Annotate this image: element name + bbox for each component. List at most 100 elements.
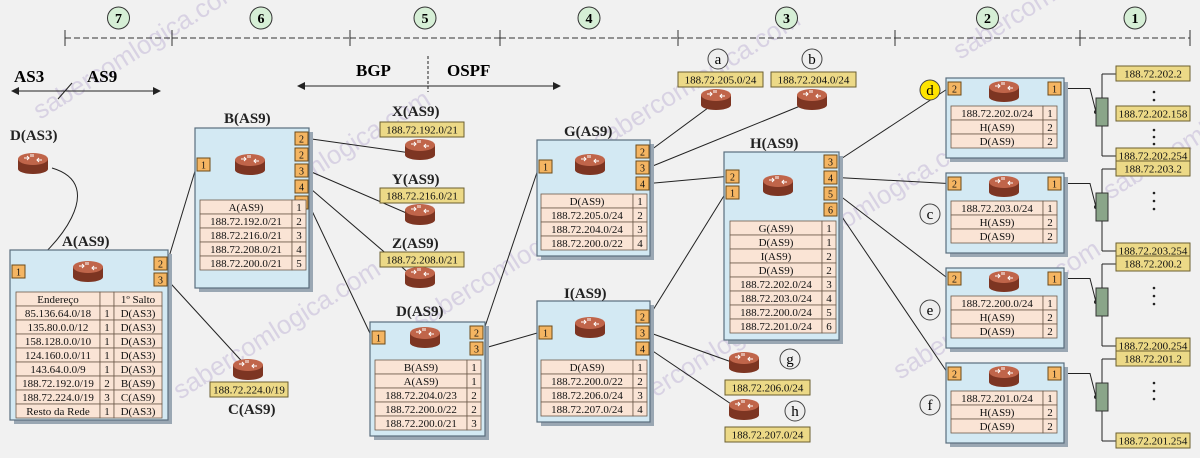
- ellipsis-dot: [1152, 389, 1156, 393]
- host-last-d: 188.72.202.254: [1115, 147, 1191, 164]
- router-y-net: 188.72.216.0/21: [379, 187, 465, 204]
- table-cell: [466, 415, 482, 431]
- bgp-label: BGP: [356, 61, 391, 80]
- net-label-box: [1115, 105, 1191, 122]
- router-a-icon: [72, 260, 104, 283]
- port-3: 3: [153, 272, 168, 287]
- port-2: 2: [635, 309, 650, 324]
- link-router-d-switch: [1061, 88, 1097, 113]
- host-bracket-c: [1095, 168, 1156, 252]
- table-cell-text: 1: [1047, 298, 1053, 310]
- subnet-tag-text: g: [786, 352, 794, 368]
- as-divider: [57, 82, 73, 100]
- table-cell-text: D(AS9): [570, 362, 605, 374]
- router-y-title: Y(AS9): [392, 172, 440, 188]
- router-c-net: 188.72.224.0/19: [209, 381, 289, 398]
- table-cell-text: C(AS9): [121, 392, 156, 404]
- table-cell-text: 135.80.0.0/12: [28, 322, 89, 334]
- port-label: 1: [1052, 370, 1057, 381]
- table-cell-text: 188.72.200.0/22: [551, 376, 623, 388]
- table-cell-text: 4: [637, 404, 643, 416]
- ellipsis-dot: [1152, 302, 1156, 306]
- table-cell: [1042, 228, 1058, 244]
- port-1: 1: [538, 325, 553, 340]
- table-cell-text: D(AS9): [980, 231, 1015, 243]
- port-box: [1047, 366, 1062, 381]
- port-box: [635, 144, 650, 159]
- table-cell-text: 1: [471, 362, 477, 374]
- table-cell-text: Endereço: [37, 294, 79, 306]
- link-router-e-switch: [1061, 278, 1097, 303]
- port-1: 1: [1047, 81, 1062, 96]
- section-number: 1: [1132, 12, 1139, 27]
- subnet-a-router: [700, 88, 732, 111]
- table-cell-text: 5: [826, 307, 832, 319]
- table-cell-text: 2: [471, 404, 477, 416]
- table-cell-text: 3: [637, 390, 643, 402]
- table-cell-text: 2: [1047, 421, 1053, 433]
- table-cell-text: 2: [1047, 122, 1053, 134]
- table-cell-text: A(AS9): [229, 202, 264, 214]
- port-box: [823, 170, 838, 185]
- table-cell-text: 1: [104, 322, 110, 334]
- port-2: 2: [635, 144, 650, 159]
- table-cell-text: 188.72.207.0/24: [551, 404, 623, 416]
- net-label-box: [1115, 65, 1191, 82]
- router-d-icon: [409, 326, 441, 349]
- router-b-icon: [234, 153, 266, 176]
- table-cell-text: 1: [637, 196, 643, 208]
- port-2: 2: [947, 176, 962, 191]
- table-cell-text: 1: [826, 223, 832, 235]
- table-cell-text: 188.72.202.0/24: [740, 279, 812, 291]
- port-box: [947, 271, 962, 286]
- port-label: 2: [952, 370, 957, 381]
- subnet-tag-text: a: [715, 52, 722, 68]
- router-i-title: I(AS9): [564, 286, 607, 302]
- port-box: [196, 157, 211, 172]
- host-bracket-d: [1095, 73, 1156, 157]
- port-1: 1: [371, 330, 386, 345]
- link-a-b: [166, 164, 198, 264]
- table-cell-text: D(AS9): [570, 196, 605, 208]
- table-cell-text: 3: [104, 392, 110, 404]
- table-cell-text: 188.72.200.0/22: [551, 238, 623, 250]
- table-cell-text: A(AS9): [404, 376, 439, 388]
- net-label-box: [1115, 160, 1191, 177]
- net-label-box: [209, 381, 289, 398]
- net-label-text: 188.72.202.2: [1124, 69, 1182, 81]
- net-label-box: [724, 426, 811, 443]
- subnet-tag-g: [779, 348, 801, 370]
- port-2: 2: [294, 131, 309, 146]
- net-label-box: [1115, 432, 1191, 449]
- net-label-text: 188.72.202.158: [1119, 109, 1188, 121]
- table-cell-text: 124.160.0.0/11: [25, 350, 91, 362]
- net-label-box: [1115, 350, 1191, 367]
- net-label-box: [677, 71, 764, 88]
- net-label-text: 188.72.207.0/24: [732, 430, 804, 442]
- table-cell-text: 158.128.0.0/10: [25, 336, 92, 348]
- section-marker: [413, 6, 437, 30]
- table-cell-text: 188.72.216.0/21: [210, 230, 282, 242]
- ellipsis-dot: [1152, 286, 1156, 290]
- router-y-icon: [404, 203, 436, 226]
- host-first-d: 188.72.202.2: [1115, 65, 1191, 82]
- port-1: 1: [1047, 366, 1062, 381]
- subnet-g-router: [728, 351, 760, 374]
- port-box: [725, 185, 740, 200]
- table-cell-text: D(AS3): [121, 336, 156, 348]
- router-x-title: X(AS9): [392, 104, 440, 120]
- router-z-icon: [404, 266, 436, 289]
- section-marker: [1123, 6, 1147, 30]
- port-label: 1: [201, 161, 206, 172]
- ellipsis-dot: [1152, 142, 1156, 146]
- ellipsis-dot: [1152, 191, 1156, 195]
- table-cell-text: 188.72.224.0/19: [22, 392, 94, 404]
- table-cell-text: 188.72.208.0/21: [210, 244, 282, 256]
- port-2: 2: [153, 256, 168, 271]
- port-box: [823, 154, 838, 169]
